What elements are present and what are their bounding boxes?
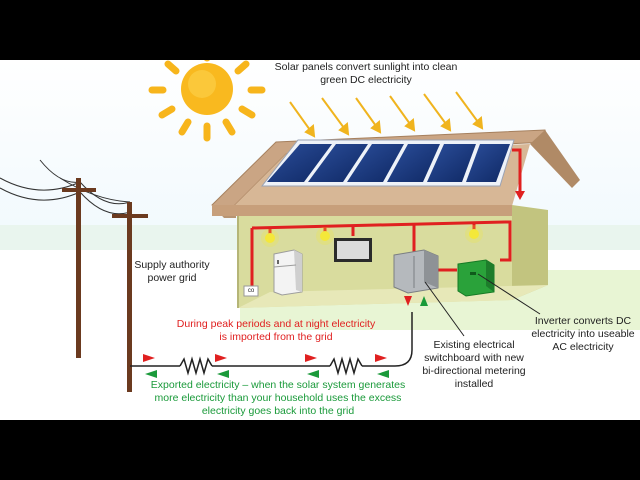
export-label: Exported electricity – when the solar sy… <box>150 379 406 417</box>
grid-connection-line <box>130 312 413 367</box>
outlet-icon <box>243 285 259 297</box>
callout-lines <box>424 273 541 337</box>
sun-icon <box>148 60 266 142</box>
sunlight-arrows <box>289 91 484 138</box>
lamp-icon <box>261 225 483 247</box>
inverter-label: Inverter converts DC electricity into us… <box>531 315 635 353</box>
house-side-wall <box>512 205 548 300</box>
switchboard-icon <box>393 249 439 294</box>
import-arrow <box>404 296 412 306</box>
solar-panels-label: Solar panels convert sunlight into clean… <box>274 61 458 86</box>
export-arrow-up <box>420 296 428 306</box>
dc-wiring <box>512 148 522 192</box>
switchboard-label: Existing electrical switchboard with new… <box>422 339 526 390</box>
peak-import-label: During peak periods and at night electri… <box>176 318 376 343</box>
solar-panel-icon <box>260 139 515 187</box>
house-back-wall <box>238 205 512 308</box>
power-pole-icon <box>62 178 148 392</box>
resistor-icon <box>179 356 363 376</box>
import-arrows <box>143 354 387 362</box>
supply-grid-label: Supply authority power grid <box>134 259 210 284</box>
export-arrows <box>145 370 389 378</box>
inverter-icon <box>457 259 495 297</box>
tv-icon <box>334 238 372 262</box>
outlet-label: co <box>247 288 255 294</box>
solar-system-diagram: Solar panels convert sunlight into clean… <box>0 60 640 420</box>
diagram-canvas <box>0 60 640 420</box>
fridge-icon <box>273 249 303 296</box>
